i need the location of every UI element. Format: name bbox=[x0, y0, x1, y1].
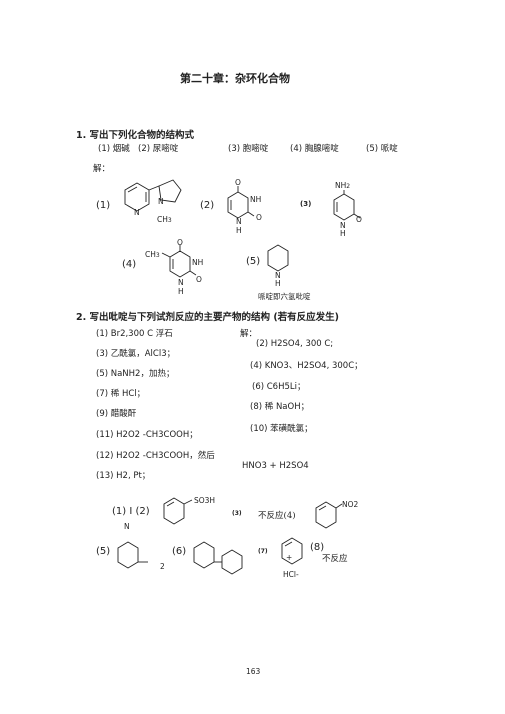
thymine-o-top: O bbox=[177, 238, 183, 247]
uracil-o-top: O bbox=[235, 178, 241, 187]
nicotine-structure bbox=[124, 179, 182, 212]
q2-left-7: (12) H2O2 -CH3COOH，然后 bbox=[96, 451, 215, 461]
q2-left-8: (13) H2, Pt； bbox=[96, 471, 151, 481]
thymine-o-right: O bbox=[196, 275, 202, 284]
q2-left-6: (11) H2O2 -CH3COOH； bbox=[96, 430, 198, 440]
q1-label-2: (2) bbox=[200, 200, 215, 211]
q2-heading: 2. 写出吡啶与下列试剂反应的主要产物的结构 (若有反应发生) bbox=[76, 312, 340, 323]
thymine-ch3: CH3 bbox=[145, 250, 160, 259]
pyridinium-chloride-structure bbox=[281, 537, 303, 565]
q2-left-4: (7) 稀 HCl； bbox=[96, 389, 146, 399]
cytosine-o: O bbox=[356, 215, 362, 224]
q2-no-reaction-8: 不反应 bbox=[322, 554, 348, 564]
piperidine-note: 哌啶即六氢吡啶 bbox=[258, 292, 311, 301]
q2-answer-1-n: N bbox=[124, 522, 130, 531]
q2-answer-1: (1) I (2) bbox=[112, 506, 150, 517]
cytosine-nh2: NH2 bbox=[335, 181, 351, 190]
q2-so3h: SO3H bbox=[194, 496, 216, 505]
q2-right-3: (6) C6H5Li； bbox=[252, 382, 306, 392]
q2-answer-3: (3) bbox=[232, 510, 242, 517]
3-nitropyridine-structure bbox=[315, 501, 343, 529]
q2-right-4: (8) 稀 NaOH； bbox=[250, 402, 310, 412]
q2-left-3: (5) NaNH2，加热； bbox=[96, 369, 175, 379]
q1-label-3: (3) bbox=[300, 200, 312, 208]
cytosine-structure bbox=[333, 190, 361, 221]
q2-no2: NO2 bbox=[342, 500, 359, 509]
2-phenylpyridine-structure bbox=[193, 541, 243, 575]
q1-item-5: (5) 哌啶 bbox=[366, 144, 398, 154]
q1-label-1: (1) bbox=[96, 200, 111, 211]
q2-answer-7: (7) bbox=[258, 548, 268, 555]
q2-left-2: (3) 乙酰氯，AlCl3； bbox=[96, 349, 176, 359]
q1-item-1: (1) 烟碱 bbox=[98, 144, 130, 154]
thymine-nh: NH bbox=[192, 258, 204, 267]
q1-item-3: (3) 胞嘧啶 bbox=[228, 144, 269, 154]
piperidine-n: N bbox=[275, 271, 281, 280]
q2-answer-5: (5) bbox=[96, 546, 111, 557]
q2-left-5: (9) 醋酸酐 bbox=[96, 409, 137, 419]
thymine-n-bottom: N bbox=[178, 278, 184, 287]
nicotine-n-pyrrolidine: N bbox=[158, 197, 164, 206]
q2-no-reaction-4: 不反应(4) bbox=[258, 511, 296, 521]
q1-label-5: (5) bbox=[246, 256, 261, 267]
nicotine-n-pyridine: N bbox=[134, 208, 140, 217]
thymine-h-bottom: H bbox=[178, 287, 184, 296]
uracil-n-bottom: N bbox=[236, 217, 242, 226]
q2-sub2: 2 bbox=[160, 562, 165, 571]
thymine-structure bbox=[161, 245, 197, 278]
piperidine-structure bbox=[267, 244, 289, 272]
q2-answer-label: 解： bbox=[240, 329, 258, 339]
nicotine-ch3: CH3 bbox=[157, 215, 172, 224]
q2-right-1: (2) H2SO4, 300 C; bbox=[256, 339, 334, 349]
cytosine-n-bottom: N bbox=[340, 221, 346, 230]
q1-heading: 1. 写出下列化合物的结构式 bbox=[76, 130, 195, 141]
q2-hcl: HCl- bbox=[283, 570, 299, 579]
q1-answer-label: 解： bbox=[93, 164, 111, 174]
q1-item-2: (2) 尿嘧啶 bbox=[138, 144, 179, 154]
uracil-h-bottom: H bbox=[236, 226, 242, 235]
2-aminopyridine-structure bbox=[117, 541, 148, 569]
q2-right-2: (4) KNO3、H2SO4, 300C； bbox=[250, 361, 363, 371]
uracil-o-right: O bbox=[256, 213, 262, 222]
page-number: 163 bbox=[246, 667, 261, 676]
q2-extra-reagent: HNO3 + H2SO4 bbox=[242, 461, 309, 471]
q2-answer-8: (8) bbox=[310, 542, 325, 553]
chapter-title: 第二十章：杂环化合物 bbox=[180, 72, 290, 85]
q2-left-1: (1) Br2,300 C 浮石 bbox=[96, 329, 173, 339]
q2-plus: + bbox=[286, 553, 293, 562]
uracil-nh: NH bbox=[250, 195, 262, 204]
q2-answer-6: (6) bbox=[172, 546, 187, 557]
piperidine-h: H bbox=[275, 279, 281, 288]
q1-item-4: (4) 胸腺嘧啶 bbox=[290, 144, 339, 154]
cytosine-h-bottom: H bbox=[340, 229, 346, 238]
uracil-structure bbox=[227, 186, 255, 219]
q2-right-5: (10) 苯磺酰氯； bbox=[250, 424, 313, 434]
pyridine-3-sulfonic-acid-structure bbox=[163, 497, 193, 525]
q1-label-4: (4) bbox=[122, 259, 137, 270]
